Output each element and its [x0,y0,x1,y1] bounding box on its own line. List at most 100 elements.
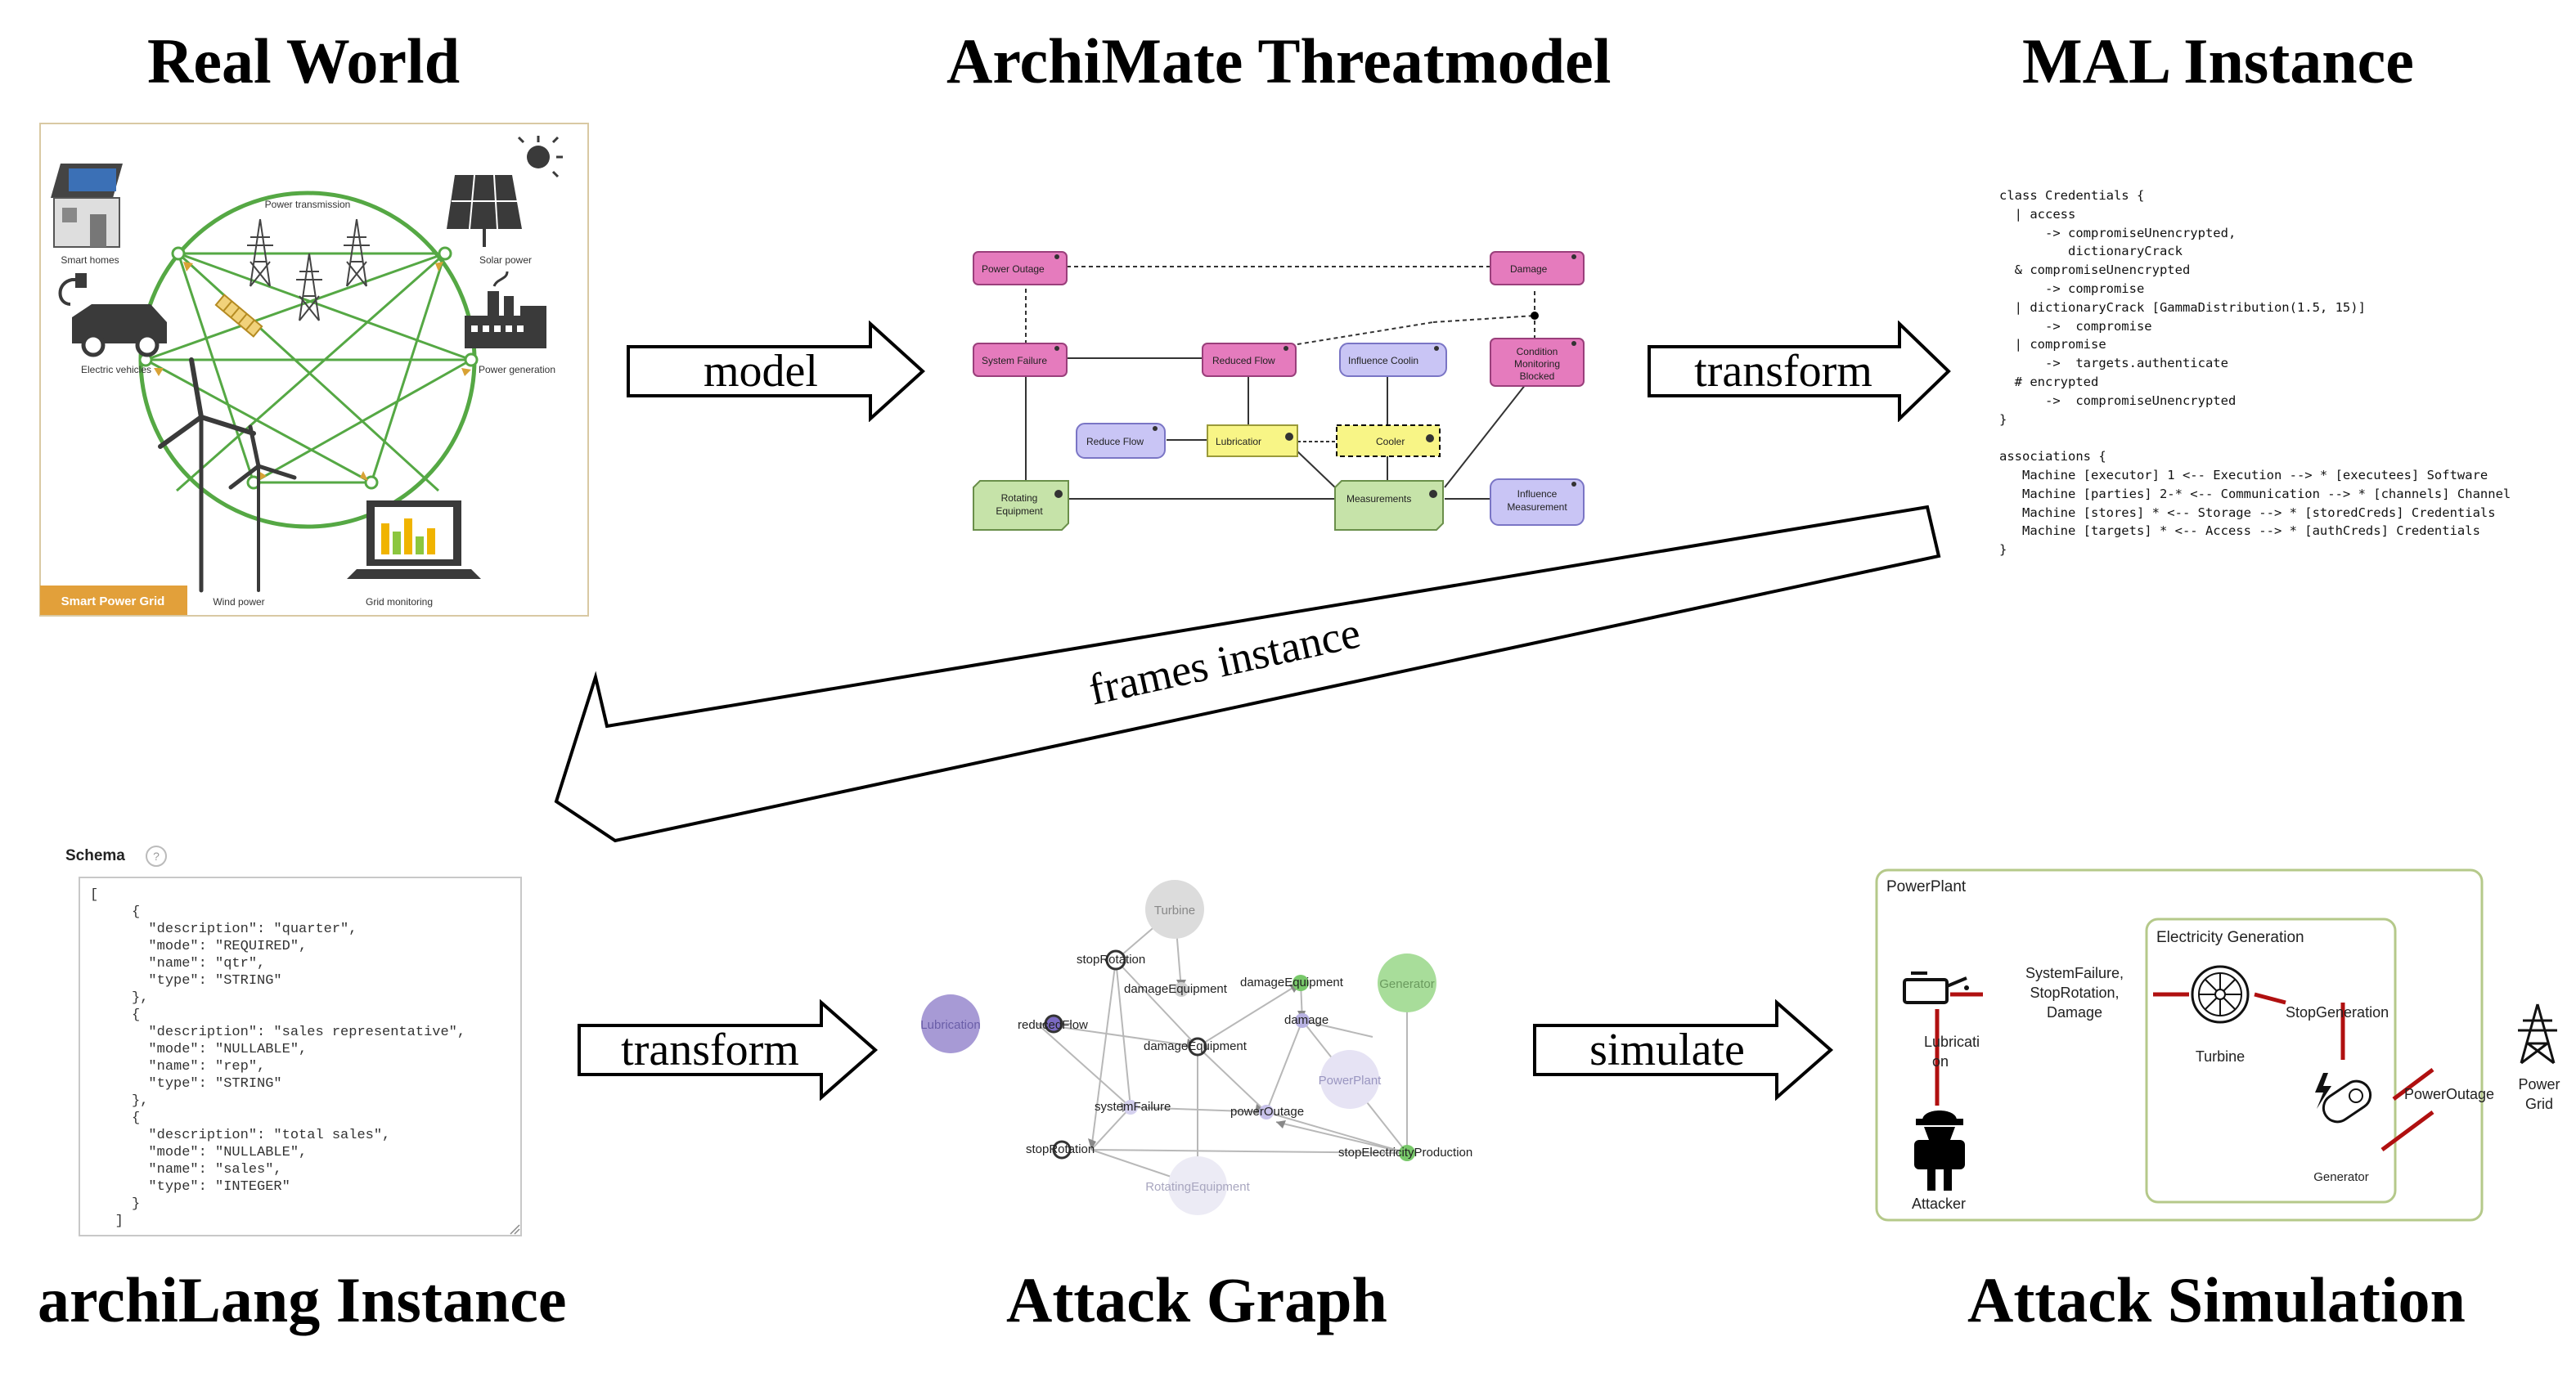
arrow-simulate-label: simulate [1589,1025,1745,1075]
svg-text:Power Outage: Power Outage [982,263,1045,275]
attacker-icon [1914,1111,1965,1191]
node-lubrication[interactable] [921,994,980,1053]
svg-text:Lubricatior: Lubricatior [1216,436,1261,447]
solar-panel-icon [447,136,563,247]
svg-text:Measurement: Measurement [1507,501,1567,513]
archimate-node-measurements: Measurements [1334,480,1444,531]
node-stop-rotation-top[interactable]: stopRotation [1077,953,1145,967]
archimate-node-reduced-flow: Reduced Flow [1202,343,1297,377]
help-icon[interactable]: ? [146,846,167,867]
svg-text:PowerPlant: PowerPlant [1319,1074,1382,1088]
svg-text:Equipment: Equipment [996,505,1043,517]
real-world-illustration: Power transmission Smart homes Solar pow… [39,123,589,617]
generator-icon [2315,1073,2372,1124]
lubrication-label-1: Lubricati [1924,1034,1980,1050]
node-damage-equipment-right[interactable]: damageEquipment [1240,976,1344,989]
svg-text:Rotating: Rotating [1001,492,1038,504]
node-damage[interactable]: damage [1284,1013,1328,1027]
svg-text:Condition: Condition [1517,346,1558,357]
title-real-world: Real World [147,25,461,96]
archimate-node-damage: Damage [1490,251,1585,285]
svg-text:Reduced Flow: Reduced Flow [1212,355,1275,366]
factory-icon [465,271,546,348]
svg-text:Influence: Influence [1517,488,1558,500]
svg-text:Cooler: Cooler [1376,436,1405,447]
archimate-diagram: Power Outage Damage System Failure Reduc… [973,251,1585,531]
arrow-simulate: simulate [1533,999,1834,1101]
tower-icon [247,218,370,321]
turbine-icon [2191,965,2250,1024]
svg-text:Damage: Damage [1510,263,1548,275]
archimate-node-influence-cooling: Influence Coolin [1339,343,1447,377]
laptop-monitor-icon [347,500,481,579]
turbine-label: Turbine [2196,1048,2245,1065]
generator-label: Generator [2313,1170,2369,1184]
label-electric-vehicles: Electric vehicles [81,364,151,375]
node-reduced-flow[interactable]: reducedFlow [1018,1018,1088,1032]
system-failure-label-1: SystemFailure, [2025,965,2124,981]
node-turbine[interactable] [1145,880,1204,939]
wind-turbine-icon [158,357,297,593]
node-generator[interactable] [1378,953,1436,1012]
label-solar-power: Solar power [479,254,532,266]
arrow-transform-top: transform [1648,321,1951,422]
house-icon [51,164,123,248]
attack-graph: Turbine Lubrication Generator PowerPlant… [920,880,1472,1215]
electricity-generation-frame [2145,918,2397,1204]
title-attack-graph: Attack Graph [1006,1264,1387,1335]
archimate-node-cooler: Cooler [1336,424,1441,457]
archimate-node-lubrication: Lubricatior [1207,424,1298,457]
svg-text:Blocked: Blocked [1520,370,1555,382]
arrow-model-label: model [704,346,818,397]
archimate-node-influence-measurement: Influence Measurement [1490,478,1585,526]
grid-connections [145,252,472,492]
system-failure-label-2: StopRotation, [2030,985,2119,1001]
svg-text:Lubrication: Lubrication [920,1018,980,1032]
electric-car-icon [58,273,167,357]
svg-text:Reduce Flow: Reduce Flow [1086,436,1144,447]
title-attack-simulation: Attack Simulation [1967,1264,2466,1335]
arrow-transform-bottom: transform [578,999,879,1101]
arrow-transform-top-label: transform [1694,346,1872,397]
node-damage-equipment-top[interactable]: damageEquipment [1124,982,1228,996]
electricity-generation-label: Electricity Generation [2156,929,2304,946]
powerplant-label: PowerPlant [1886,878,1967,895]
label-grid-monitoring: Grid monitoring [366,596,433,608]
label-wind-power: Wind power [213,596,264,608]
power-grid-label-1: Power [2518,1076,2560,1093]
power-outage-label: PowerOutage [2404,1086,2494,1102]
title-archilang-instance: archiLang Instance [38,1264,567,1335]
archimate-node-condition-monitoring-blocked: Condition Monitoring Blocked [1490,338,1585,387]
lubrication-label-2: on [1932,1053,1949,1070]
schema-json-editor[interactable]: [ { "description": "quarter", "mode": "R… [79,877,522,1236]
resize-handle-icon[interactable] [509,1223,520,1235]
node-damage-equipment-mid[interactable]: damageEquipment [1144,1039,1248,1053]
svg-text:Influence Coolin: Influence Coolin [1348,355,1418,366]
archimate-node-system-failure: System Failure [973,343,1068,377]
banner-label: Smart Power Grid [61,595,165,608]
svg-text:RotatingEquipment: RotatingEquipment [1145,1180,1250,1194]
label-power-generation: Power generation [479,364,555,375]
title-archimate-threatmodel: ArchiMate Threatmodel [946,25,1612,96]
arrow-frames-instance: frames instance [554,505,1941,843]
archimate-node-rotating-equipment: Rotating Equipment [973,480,1069,531]
smart-power-grid-banner [40,586,187,615]
mal-code-block: class Credentials { | access -> compromi… [1999,188,2511,558]
node-system-failure[interactable]: systemFailure [1095,1100,1171,1114]
label-power-transmission: Power transmission [265,199,351,210]
node-stop-electricity-production[interactable]: stopElectricityProduction [1338,1146,1472,1160]
svg-text:Generator: Generator [1379,977,1435,991]
node-stop-rotation-bottom[interactable]: stopRotation [1026,1142,1095,1156]
archimate-node-power-outage: Power Outage [973,251,1068,285]
arrow-model: model [627,321,925,422]
arrow-transform-bottom-label: transform [621,1025,799,1075]
svg-text:Turbine: Turbine [1154,904,1195,918]
node-powerplant[interactable] [1320,1050,1379,1109]
archimate-node-reduce-flow: Reduce Flow [1076,423,1166,459]
schema-label: Schema [65,847,125,864]
node-rotating-equipment[interactable] [1168,1156,1227,1215]
oil-can-icon [1903,971,1969,1004]
attack-simulation: PowerPlant Electricity Generation Lubric… [1875,868,2560,1222]
node-power-outage[interactable]: powerOutage [1230,1105,1304,1119]
power-grid-tower-icon [2518,1003,2557,1065]
